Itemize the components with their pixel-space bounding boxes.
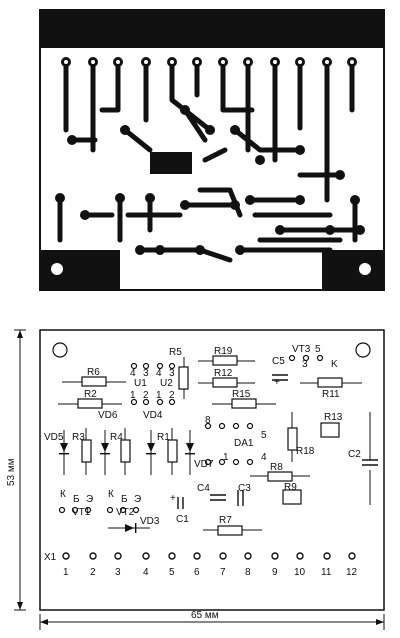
- pin-mark: К: [60, 489, 66, 500]
- label-r2: R2: [84, 389, 97, 400]
- connector-pin-number: 6: [194, 567, 200, 578]
- pin-mark: 1: [156, 390, 162, 401]
- label-c4: C4: [197, 483, 210, 494]
- pin-mark: 5: [315, 344, 321, 355]
- label-r9: R9: [284, 482, 297, 493]
- copper-block: [150, 152, 192, 174]
- connector-x1-pads: [62, 552, 356, 560]
- connector-pin-number: 12: [346, 567, 358, 578]
- top-ground-strip: [40, 10, 384, 48]
- label-r8: R8: [270, 462, 283, 473]
- pin-mark: 3: [143, 368, 149, 379]
- connector-pin-number: 3: [115, 567, 121, 578]
- label-r7: R7: [219, 515, 232, 526]
- label-r6: R6: [87, 367, 100, 378]
- mount-hole-br: [359, 263, 371, 275]
- pin-mark: 5: [261, 430, 267, 441]
- placement-layer: R6 R2 R5 R19 R12 R15 C5 VT3 R11 U1 U2 VD…: [6, 329, 385, 630]
- connector-pin-number: 8: [245, 567, 251, 578]
- pin-mark: K: [331, 359, 338, 370]
- label-r13: R13: [324, 412, 343, 423]
- connector-pin-number: 11: [321, 567, 332, 578]
- connector-pin-number: 10: [294, 567, 306, 578]
- label-vt1: VT1: [72, 507, 91, 518]
- bottom-right-ground: [322, 250, 384, 290]
- label-c5: C5: [272, 356, 285, 367]
- pin-mark: Б: [121, 494, 128, 505]
- label-vd5: VD5: [44, 432, 64, 443]
- mount-hole-tr: [355, 342, 371, 358]
- pin-mark: 1: [130, 390, 136, 401]
- pin-mark: 4: [156, 368, 162, 379]
- label-vd3: VD3: [140, 516, 160, 527]
- dim-width-label: 65 мм: [191, 610, 219, 621]
- mount-hole-bl: [51, 263, 63, 275]
- pin-mark: 2: [143, 390, 149, 401]
- pin-mark: 3: [169, 368, 175, 379]
- copper-layer: [39, 9, 385, 291]
- mount-hole-tl: [52, 342, 68, 358]
- connector-pin-number: 5: [169, 567, 175, 578]
- pin-mark: 8: [205, 415, 211, 426]
- pin-mark: 4: [261, 452, 267, 463]
- label-r1: R1: [157, 432, 170, 443]
- connector-pin-number: 9: [272, 567, 278, 578]
- connector-pin-number: 7: [220, 567, 226, 578]
- pin-mark: +: [274, 377, 280, 388]
- label-r12: R12: [214, 368, 233, 379]
- label-x1: X1: [44, 552, 57, 563]
- connector-pin-number: 4: [143, 567, 149, 578]
- label-c2: C2: [348, 449, 361, 460]
- label-vd4: VD4: [143, 410, 163, 421]
- connector-pin-number: 1: [63, 567, 69, 578]
- label-c3: C3: [238, 483, 251, 494]
- pin-mark: Б: [73, 494, 80, 505]
- label-vd7: VD7: [194, 459, 214, 470]
- label-vd6: VD6: [98, 410, 118, 421]
- pin-mark: 2: [169, 390, 175, 401]
- dim-height-label: 53 мм: [6, 458, 17, 486]
- label-vt2: VT2: [116, 507, 135, 518]
- label-r15: R15: [232, 389, 251, 400]
- pin-mark: К: [108, 489, 114, 500]
- label-da1: DA1: [234, 438, 254, 449]
- pin-mark: 4: [130, 368, 136, 379]
- label-r19: R19: [214, 346, 233, 357]
- pin-mark: Э: [134, 494, 141, 505]
- label-r18: R18: [296, 446, 315, 457]
- label-r11: R11: [322, 389, 340, 400]
- label-vt3: VT3: [292, 344, 311, 355]
- pin-mark: Э: [86, 494, 93, 505]
- label-r5: R5: [169, 347, 182, 358]
- label-u1: U1: [134, 378, 147, 389]
- pin-mark: 3: [302, 359, 308, 370]
- connector-pin-number: 2: [90, 567, 96, 578]
- pin-mark: +: [170, 493, 176, 504]
- pin-mark: 1: [223, 452, 229, 463]
- label-c1: C1: [176, 514, 189, 525]
- label-r3: R3: [72, 432, 85, 443]
- label-r4: R4: [110, 432, 123, 443]
- label-u2: U2: [160, 378, 173, 389]
